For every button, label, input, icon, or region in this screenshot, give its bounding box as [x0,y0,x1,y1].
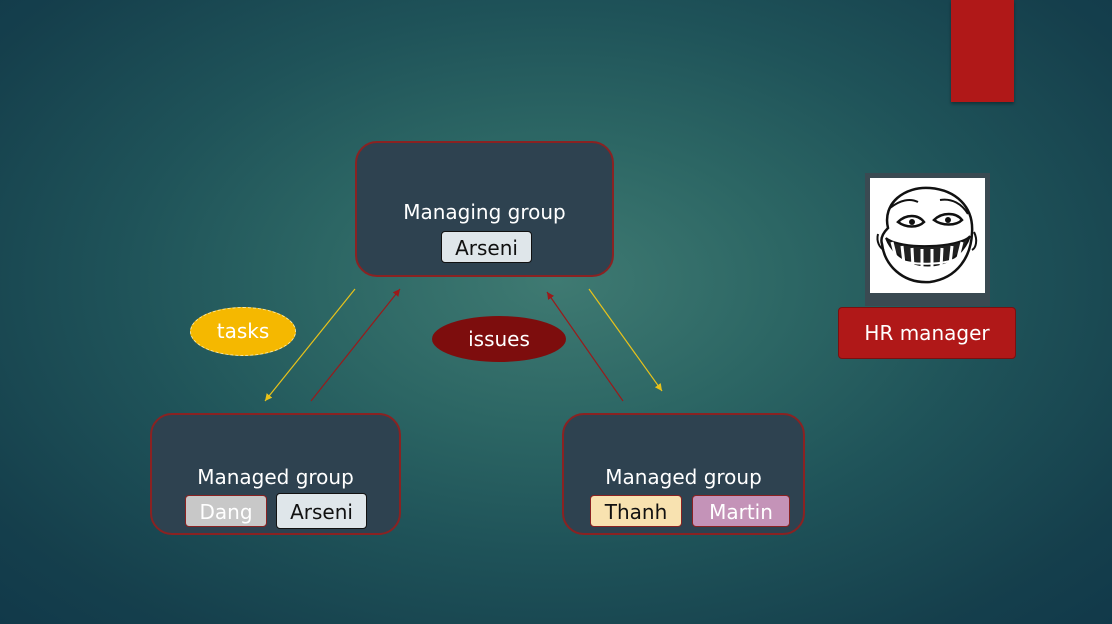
managed-group-right-box: Managed group Thanh Martin [562,413,805,535]
member-chip-arseni: Arseni [276,493,367,529]
managing-group-title: Managing group [403,200,566,224]
tasks-arrow-left [264,288,356,402]
issues-arrow-left [310,288,401,402]
managed-group-left-title: Managed group [197,465,354,489]
issues-bubble: issues [432,316,566,362]
decorative-red-bar [951,0,1014,102]
member-chip-dang: Dang [185,495,267,527]
hr-manager-label: HR manager [838,307,1016,359]
tasks-arrow-right [588,288,663,392]
member-chip-thanh: Thanh [590,495,682,527]
managing-group-box: Managing group Arseni [355,141,614,277]
tasks-bubble: tasks [190,307,296,356]
managed-group-right-title: Managed group [605,465,762,489]
issues-arrow-right [546,291,624,402]
member-chip-arseni: Arseni [441,231,532,263]
troll-face-icon [870,178,985,293]
hr-avatar-frame [865,173,990,306]
managed-group-left-box: Managed group Dang Arseni [150,413,401,535]
member-chip-martin: Martin [692,495,790,527]
